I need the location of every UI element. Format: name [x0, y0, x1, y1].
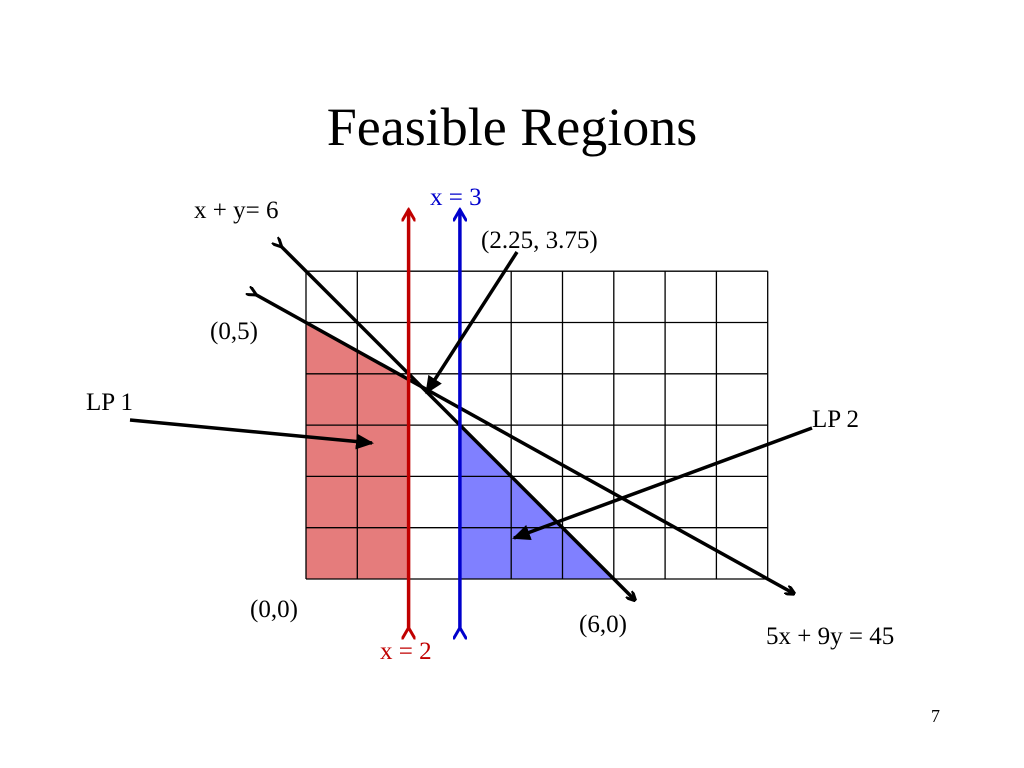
- line-5x-plus-9y-45: [255, 294, 794, 593]
- label-point-intersection: (2.25, 3.75): [481, 227, 598, 254]
- label-line-x3: x = 3: [430, 184, 482, 211]
- slide-title: Feasible Regions: [326, 97, 698, 157]
- label-line-x2: x = 2: [380, 638, 432, 665]
- pointer-arrow-intersection: [424, 251, 519, 395]
- page-number: 7: [931, 706, 940, 726]
- label-point-0-0: (0,0): [250, 596, 298, 623]
- label-point-0-5: (0,5): [210, 318, 258, 345]
- label-line-xy6: x + y= 6: [194, 197, 279, 224]
- label-point-6-0: (6,0): [579, 611, 627, 638]
- label-region-lp1: LP 1: [86, 389, 133, 416]
- pointer-arrow-lp1: [129, 418, 374, 450]
- label-line-5x9y: 5x + 9y = 45: [766, 623, 895, 650]
- pointer-arrow-lp2: [512, 426, 813, 540]
- label-region-lp2: LP 2: [812, 406, 859, 433]
